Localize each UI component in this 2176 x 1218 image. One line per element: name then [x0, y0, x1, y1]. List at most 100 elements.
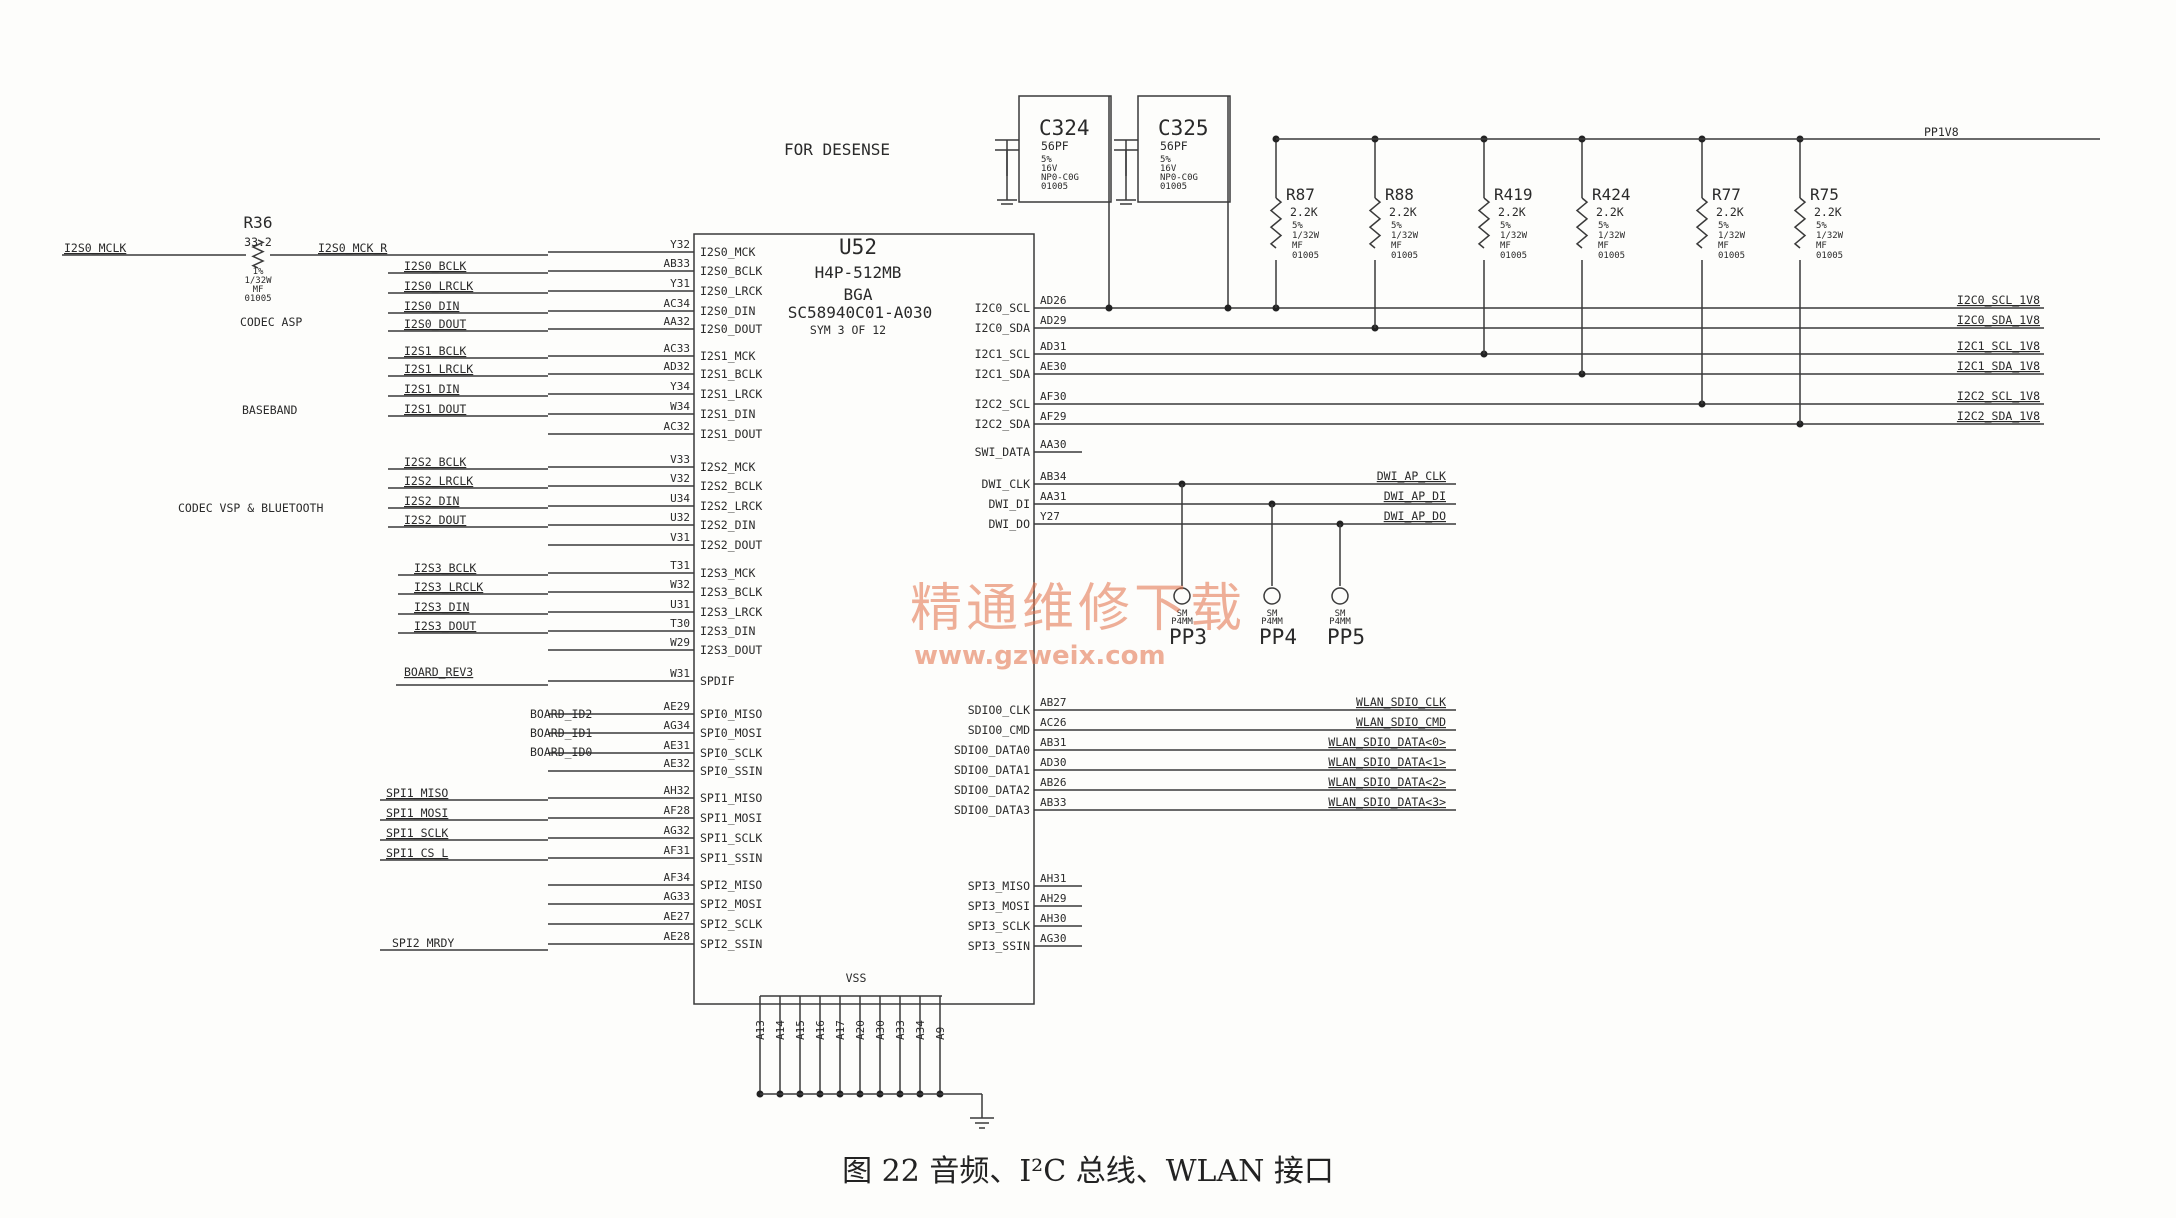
pin-number: AH30: [1040, 912, 1067, 925]
junction-dot: [1105, 304, 1113, 312]
pin-number: T30: [670, 617, 690, 630]
r36-spec: 01005: [244, 294, 271, 304]
net-label: I2S3_LRCLK: [414, 580, 483, 594]
resistor-spec: 01005: [1500, 251, 1527, 261]
net-label: I2C2_SDA_1V8: [1957, 409, 2040, 423]
vss-pin: A34: [914, 1020, 927, 1040]
resistor-value: 2.2K: [1389, 205, 1417, 219]
pin-number: V33: [670, 453, 690, 466]
net-label: I2C1_SDA_1V8: [1957, 359, 2040, 373]
net-label: SPI1_CS_L: [386, 846, 448, 860]
pin-name: I2S3_LRCK: [700, 605, 762, 619]
cap-spec: 5%: [1160, 155, 1171, 165]
net-label: SPI1_MISO: [386, 786, 448, 800]
net-label: I2S2_BCLK: [404, 455, 466, 469]
net-label: WLAN_SDIO_DATA<2>: [1328, 775, 1446, 789]
pin-name: I2S1_DIN: [700, 407, 755, 421]
resistor-spec: 1/32W: [1292, 231, 1320, 241]
vss-pin: A20: [854, 1020, 867, 1040]
pin-name: DWI_DI: [988, 497, 1030, 511]
pin-number: AD26: [1040, 294, 1067, 307]
cap-spec: 5%: [1041, 155, 1052, 165]
pin-name: I2S1_LRCK: [700, 387, 762, 401]
pin-name: SPI1_SSIN: [700, 851, 762, 865]
net-label: BOARD_REV3: [404, 665, 473, 679]
cap-box: [1018, 95, 1112, 203]
vss-label: VSS: [846, 971, 867, 985]
pin-number: AC34: [664, 297, 691, 310]
testpoint-type: P4MM: [1171, 617, 1193, 627]
pin-number: AD30: [1040, 756, 1067, 769]
r36-spec: 1/32W: [244, 276, 272, 286]
pin-number: AB31: [1040, 736, 1067, 749]
pin-number: AB27: [1040, 696, 1067, 709]
net-label: I2S2_DIN: [404, 494, 459, 508]
pin-name: I2S0_LRCK: [700, 284, 762, 298]
cap-spec: 01005: [1160, 182, 1187, 192]
cap-spec: NP0-C0G: [1160, 173, 1198, 183]
pin-name: I2S2_LRCK: [700, 499, 762, 513]
junction-dot: [1224, 304, 1232, 312]
pin-number: AB26: [1040, 776, 1067, 789]
resistor-ref: R424: [1592, 185, 1631, 204]
resistor-spec: 01005: [1292, 251, 1319, 261]
testpoint-sm: SM: [1177, 609, 1188, 619]
resistor-spec: MF: [1816, 241, 1827, 251]
net-label: I2C2_SCL_1V8: [1957, 389, 2040, 403]
pin-name: SWI_DATA: [975, 445, 1030, 459]
pin-number: AA30: [1040, 438, 1067, 451]
resistor-spec: 01005: [1391, 251, 1418, 261]
pin-number: AF28: [664, 804, 691, 817]
net-label: DWI_AP_CLK: [1377, 469, 1446, 483]
resistor-r36: [251, 239, 265, 269]
cap-box: [1137, 95, 1231, 203]
ic-symbol: SYM 3 OF 12: [810, 323, 886, 337]
pin-name: SPI3_SCLK: [968, 919, 1030, 933]
resistor-spec: 5%: [1292, 221, 1303, 231]
resistor-spec: 1/32W: [1391, 231, 1419, 241]
pin-number: AB34: [1040, 470, 1067, 483]
pin-number: AF31: [664, 844, 691, 857]
pin-name: I2C0_SDA: [975, 321, 1030, 335]
pin-name: SPI1_SCLK: [700, 831, 762, 845]
pin-name: SDIO0_DATA2: [954, 783, 1030, 797]
net-label: SPI1_SCLK: [386, 826, 448, 840]
pin-number: AF29: [1040, 410, 1067, 423]
pin-number: AE28: [664, 930, 691, 943]
resistor-spec: 5%: [1500, 221, 1511, 231]
pin-number: AE27: [664, 910, 691, 923]
cap-ref: C324: [1039, 116, 1090, 140]
resistor-value: 2.2K: [1498, 205, 1526, 219]
net-label: I2S0_MCLK: [64, 241, 126, 255]
pin-name: I2C2_SDA: [975, 417, 1030, 431]
test-point: [1173, 587, 1191, 605]
resistor-ref: R88: [1385, 185, 1414, 204]
net-label: I2S1_DIN: [404, 382, 459, 396]
cap-value: 56PF: [1041, 139, 1069, 153]
pin-number: AH29: [1040, 892, 1067, 905]
pullup-resistor: [1695, 197, 1709, 249]
pin-name: SDIO0_DATA1: [954, 763, 1030, 777]
pin-number: AG33: [664, 890, 691, 903]
resistor-value: 2.2K: [1814, 205, 1842, 219]
pin-name: SPI3_MOSI: [968, 899, 1030, 913]
cap-value: 56PF: [1160, 139, 1188, 153]
resistor-spec: MF: [1292, 241, 1303, 251]
vss-pin: A30: [874, 1020, 887, 1040]
pullup-resistor: [1477, 197, 1491, 249]
net-label: I2S0_MCK_R: [318, 241, 387, 255]
pin-number: AB33: [1040, 796, 1067, 809]
ic-part: H4P-512MB: [815, 263, 902, 282]
r36-spec: MF: [253, 285, 264, 295]
pin-name: DWI_CLK: [982, 477, 1031, 491]
resistor-spec: 1/32W: [1718, 231, 1746, 241]
net-label: WLAN_SDIO_DATA<3>: [1328, 795, 1446, 809]
pin-name: SPDIF: [700, 674, 735, 688]
net-label: WLAN_SDIO_DATA<1>: [1328, 755, 1446, 769]
pin-name: I2S0_DIN: [700, 304, 755, 318]
pin-number: AH31: [1040, 872, 1067, 885]
net-label: I2S0_DOUT: [404, 317, 466, 331]
pin-number: V32: [670, 472, 690, 485]
cap-spec: 16V: [1041, 164, 1058, 174]
net-label: I2S2_DOUT: [404, 513, 466, 527]
